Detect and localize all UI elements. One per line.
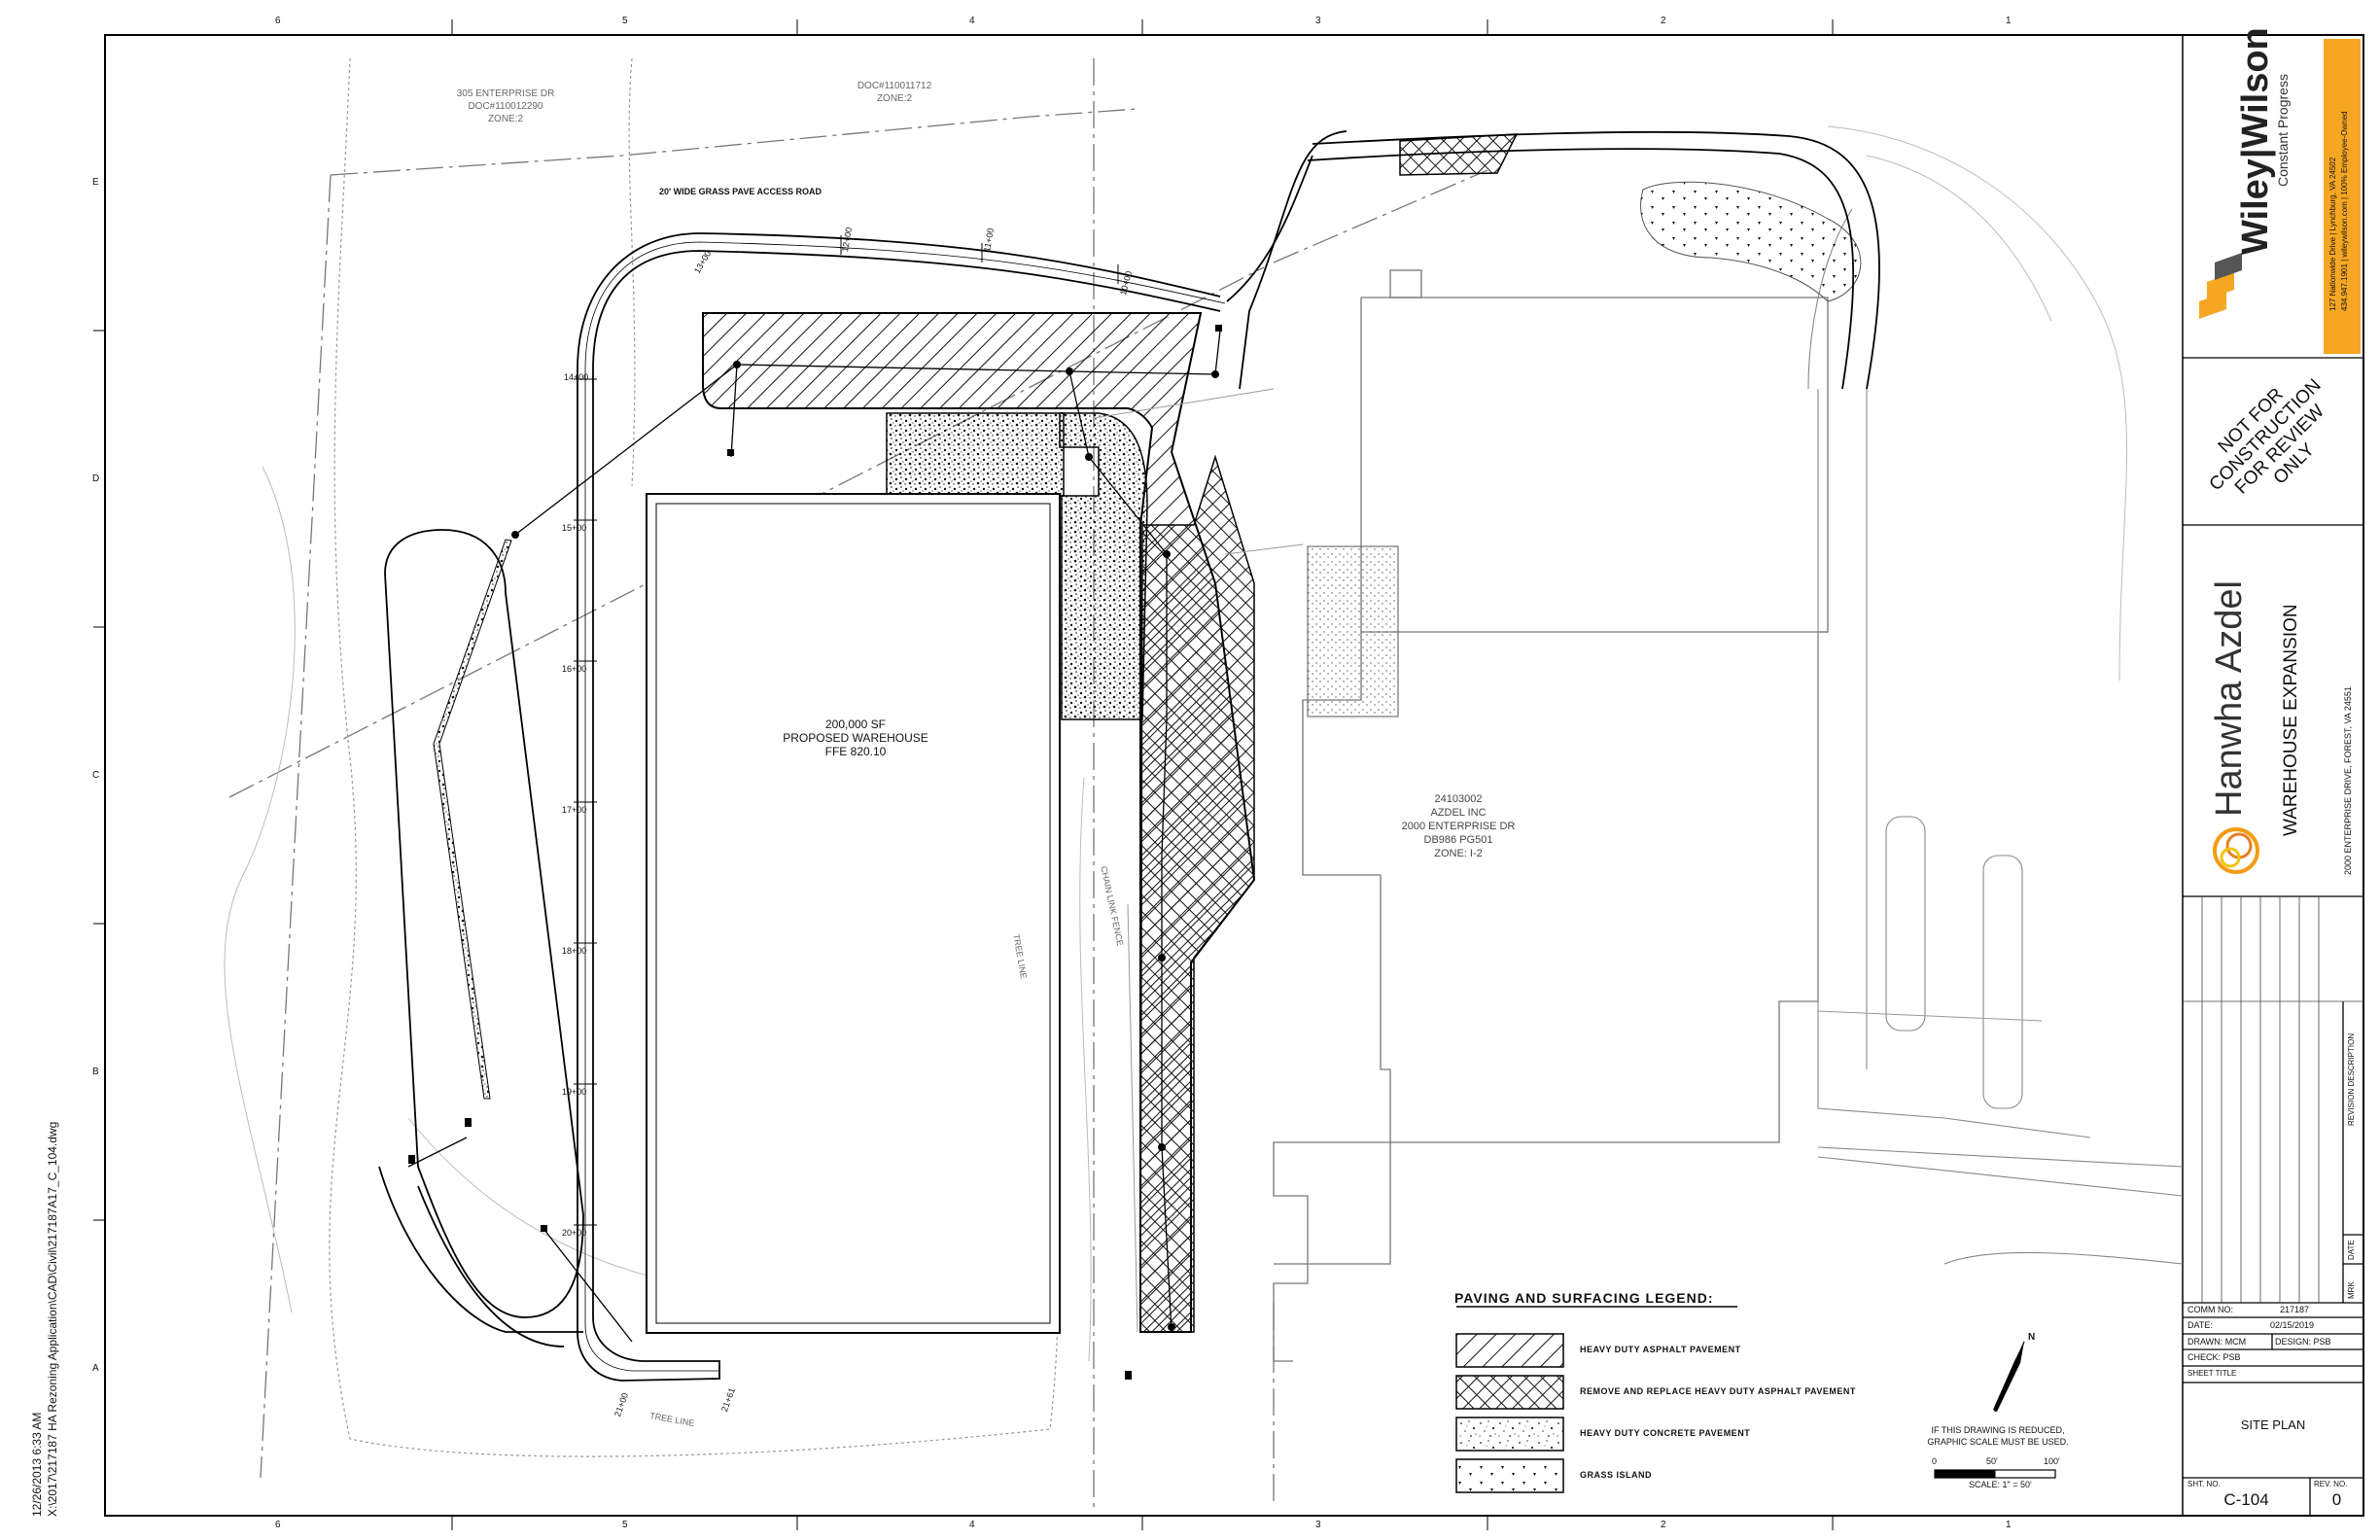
grid-row-label: E xyxy=(92,177,99,188)
grid-col-label: 2 xyxy=(1661,1520,1666,1530)
check-value: PSB xyxy=(2222,1352,2241,1362)
parcel-line: AZDEL INC xyxy=(1430,807,1487,819)
station-label: 16+00 xyxy=(562,664,587,674)
sht-no: C-104 xyxy=(2223,1490,2269,1509)
scale-text: SCALE: 1" = 50' xyxy=(1969,1480,2032,1489)
warehouse-ffe: FFE 820.10 xyxy=(824,745,887,758)
parcel-line: ZONE: I-2 xyxy=(1434,848,1483,859)
access-road-callout: 20' WIDE GRASS PAVE ACCESS ROAD xyxy=(659,187,822,196)
rev-no: 0 xyxy=(2331,1490,2342,1509)
legend-item: GRASS ISLAND xyxy=(1580,1470,1653,1480)
design-row: DESIGN: PSB xyxy=(2275,1337,2331,1347)
grid-col-label: 6 xyxy=(275,16,281,26)
parcel-line: DOC#110011712 xyxy=(857,81,932,91)
grid-row-label: B xyxy=(92,1067,99,1077)
grid-column-labels-top: 6 5 4 3 2 1 xyxy=(0,16,2380,29)
brand-address: 127 Nationwide Drive | Lynchburg, VA 245… xyxy=(2328,39,2351,311)
warehouse-name: PROPOSED WAREHOUSE xyxy=(783,731,928,745)
grid-col-label: 5 xyxy=(622,16,628,26)
brand-tagline: Constant Progress xyxy=(2275,74,2291,187)
date-label: DATE: xyxy=(2188,1320,2213,1330)
design-label: DESIGN: xyxy=(2275,1337,2312,1347)
scale-note: IF THIS DRAWING IS REDUCED, GRAPHIC SCAL… xyxy=(1910,1424,2085,1448)
grid-col-label: 4 xyxy=(969,16,975,26)
warehouse-area: 200,000 SF xyxy=(824,718,887,731)
hanwha-logo-icon xyxy=(2213,827,2259,874)
sheet-title: SITE PLAN xyxy=(2240,1418,2306,1432)
check-label: CHECK: xyxy=(2188,1352,2222,1362)
brand-name: Wiley|Wilson xyxy=(2235,27,2276,255)
rev-no-label: REV. NO. xyxy=(2314,1480,2348,1488)
north-arrow-label: N xyxy=(2028,1332,2036,1343)
client-name: Hanwha Azdel xyxy=(2209,580,2250,817)
parcel-line: DOC#110012290 xyxy=(468,101,543,112)
scale-tick-label: 50' xyxy=(1986,1456,1998,1466)
grid-col-label: 4 xyxy=(969,1520,975,1530)
grid-col-label: 6 xyxy=(275,1520,281,1530)
parcel-line: DB986 PG501 xyxy=(1423,834,1493,846)
grid-col-label: 5 xyxy=(622,1520,628,1530)
legend-item: REMOVE AND REPLACE HEAVY DUTY ASPHALT PA… xyxy=(1580,1386,1856,1396)
sheet-title-label: SHEET TITLE xyxy=(2188,1369,2237,1378)
review-stamp: NOT FOR CONSTRUCTION FOR REVIEW ONLY xyxy=(2188,369,2359,515)
station-label: 15+00 xyxy=(562,523,587,533)
date-value: 02/15/2019 xyxy=(2270,1320,2315,1330)
grid-col-label: 3 xyxy=(1315,1520,1321,1530)
parcel-line: 24103002 xyxy=(1434,793,1483,805)
grid-column-labels-bottom: 6 5 4 3 2 1 xyxy=(0,1520,2380,1533)
drawn-label: DRAWN: xyxy=(2188,1337,2223,1347)
azdel-parcel-label: 24103002 AZDEL INC 2000 ENTERPRISE DR DB… xyxy=(1381,792,1536,860)
wiley-wilson-logo-icon xyxy=(2199,253,2242,319)
drawn-row: DRAWN: MCM xyxy=(2188,1337,2246,1347)
station-label: 18+00 xyxy=(562,946,587,956)
scale-tick-label: 100' xyxy=(2044,1456,2060,1466)
parcel-line: 305 ENTERPRISE DR xyxy=(456,88,555,99)
grid-col-label: 3 xyxy=(1315,16,1321,26)
project-name: WAREHOUSE EXPANSION xyxy=(2281,604,2301,836)
comm-no-label: COMM NO: xyxy=(2188,1305,2233,1314)
grid-row-label: C xyxy=(92,770,100,781)
check-row: CHECK: PSB xyxy=(2188,1352,2241,1362)
drawn-value: MCM xyxy=(2224,1337,2247,1347)
comm-no-row: COMM NO: 217187 xyxy=(2188,1305,2309,1314)
legend-item: HEAVY DUTY ASPHALT PAVEMENT xyxy=(1580,1345,1741,1354)
date-header: DATE xyxy=(2347,1240,2356,1260)
legend-item: HEAVY DUTY CONCRETE PAVEMENT xyxy=(1580,1428,1751,1438)
plot-stamp-date: 12/26/2013 6:33 AM xyxy=(30,1412,44,1517)
station-label: 14+00 xyxy=(564,372,589,382)
enterprise-parcel-label: 305 ENTERPRISE DR DOC#110012290 ZONE:2 xyxy=(428,88,583,125)
date-row: DATE: 02/15/2019 xyxy=(2188,1320,2314,1330)
mark-header: MRK xyxy=(2347,1281,2356,1299)
sht-no-label: SHT. NO. xyxy=(2188,1480,2221,1488)
plot-stamp: 12/26/2013 6:33 AM X:\2017\217187 HA Rez… xyxy=(29,1122,60,1517)
parcel-line: ZONE:2 xyxy=(487,114,524,124)
wiley-wilson-brand: Wiley|Wilson Constant Progress xyxy=(2235,27,2291,255)
plot-stamp-path: X:\2017\217187 HA Rezoning Application\C… xyxy=(46,1121,59,1517)
grid-col-label: 1 xyxy=(2006,1520,2012,1530)
brand-address-line: 434.947.1901 | wileywilson.com | 100% Em… xyxy=(2340,111,2349,311)
design-value: PSB xyxy=(2313,1337,2331,1347)
project-address: 2000 ENTERPRISE DRIVE, FOREST, VA 24551 xyxy=(2343,686,2353,875)
paving-legend: PAVING AND SURFACING LEGEND: xyxy=(1454,1290,1960,1306)
legend-title: PAVING AND SURFACING LEGEND: xyxy=(1454,1290,1714,1306)
comm-no-value: 217187 xyxy=(2280,1305,2310,1314)
station-label: 19+00 xyxy=(562,1087,587,1097)
scale-note-line: IF THIS DRAWING IS REDUCED, xyxy=(1931,1425,2065,1435)
scale-tick-label: 0 xyxy=(1932,1456,1938,1466)
north-parcel-label: DOC#110011712 ZONE:2 xyxy=(826,80,962,105)
station-label: 17+00 xyxy=(562,805,587,815)
grid-col-label: 1 xyxy=(2006,16,2012,26)
revision-header: REVISION DESCRIPTION xyxy=(2347,1032,2356,1126)
warehouse-label: 200,000 SF PROPOSED WAREHOUSE FFE 820.10 xyxy=(749,718,962,758)
scale-note-line: GRAPHIC SCALE MUST BE USED. xyxy=(1927,1437,2069,1447)
parcel-line: 2000 ENTERPRISE DR xyxy=(1401,821,1516,832)
grid-row-label: A xyxy=(92,1363,99,1374)
parcel-line: ZONE:2 xyxy=(876,93,913,104)
station-label: 20+00 xyxy=(562,1228,587,1238)
grid-row-label: D xyxy=(92,473,100,484)
brand-accent-bar xyxy=(2324,39,2361,354)
grid-col-label: 2 xyxy=(1661,16,1666,26)
brand-address-line: 127 Nationwide Drive | Lynchburg, VA 245… xyxy=(2328,157,2337,311)
